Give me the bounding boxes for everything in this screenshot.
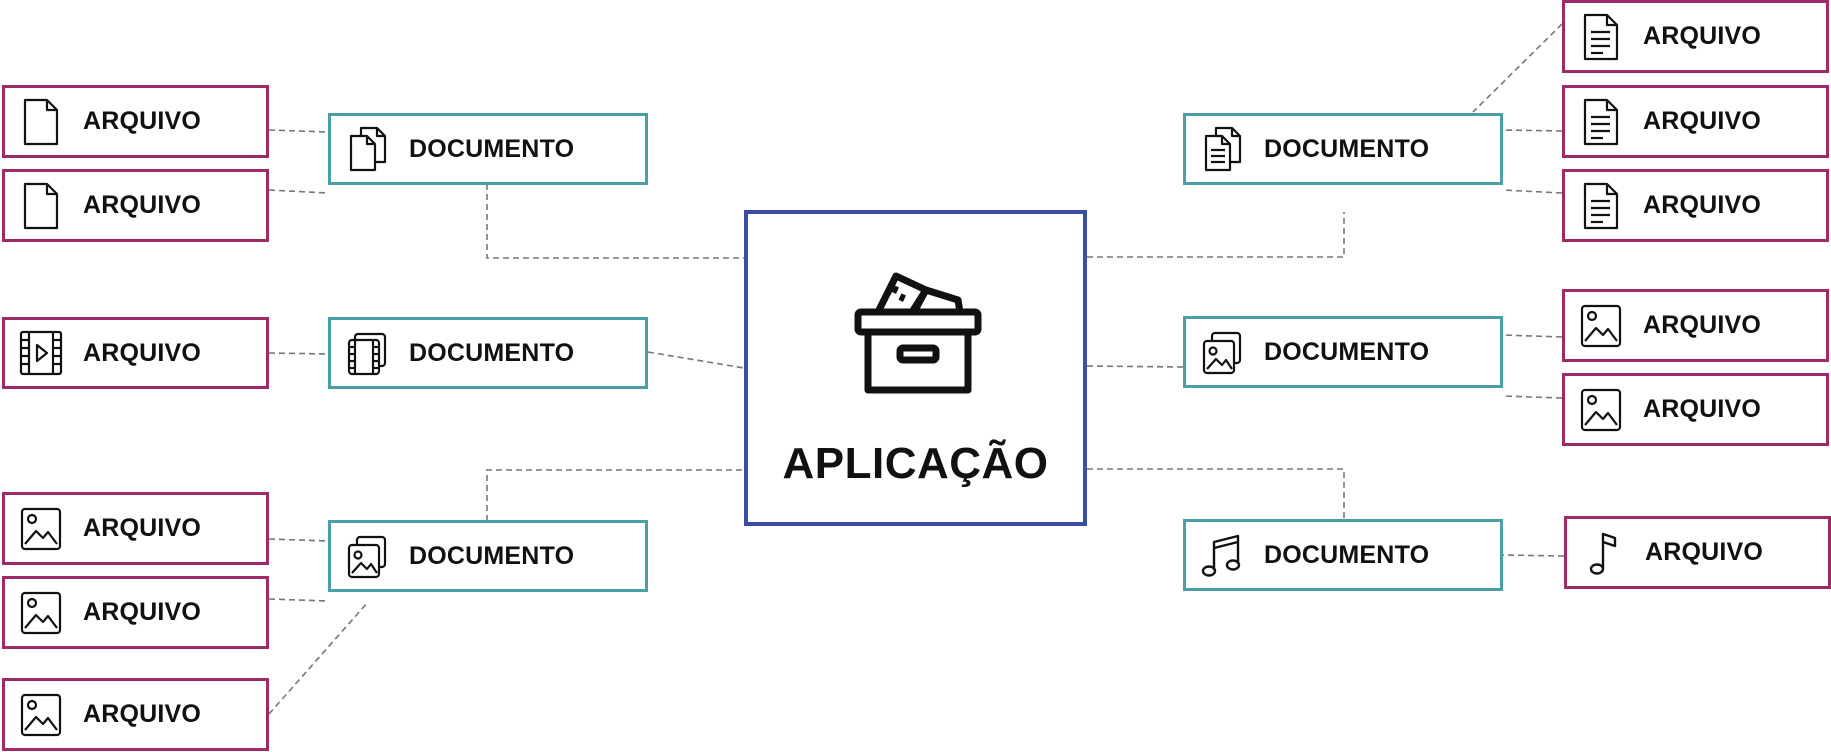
file-node-7[interactable]: ARQUIVO [1562, 0, 1829, 73]
text-documents-icon [1198, 123, 1246, 175]
file-node-3[interactable]: ARQUIVO [2, 317, 269, 389]
connector-doc-images-right-center [1086, 365, 1184, 368]
document-label: DOCUMENTO [409, 134, 575, 163]
text-file-icon [1577, 96, 1625, 148]
file-label: ARQUIVO [1643, 22, 1762, 50]
document-label: DOCUMENTO [409, 338, 575, 367]
document-label: DOCUMENTO [409, 541, 575, 570]
document-node-images-left[interactable]: DOCUMENTO [328, 520, 648, 592]
video-file-icon [17, 327, 65, 379]
images-stack-icon [1198, 326, 1246, 378]
file-node-1[interactable]: ARQUIVO [2, 85, 269, 158]
file-node-6[interactable]: ARQUIVO [2, 678, 269, 751]
file-node-9[interactable]: ARQUIVO [1562, 169, 1829, 242]
image-file-icon [1577, 384, 1625, 436]
connector-f8-doc-text [1501, 129, 1563, 132]
document-node-files[interactable]: DOCUMENTO [328, 113, 648, 185]
document-node-video[interactable]: DOCUMENTO [328, 317, 648, 389]
music-notes-icon [1198, 529, 1246, 581]
file-label: ARQUIVO [1643, 191, 1762, 219]
file-label: ARQUIVO [83, 598, 202, 626]
connector-f6-doc-images-left [268, 601, 369, 715]
file-label: ARQUIVO [1643, 311, 1762, 339]
connector-f1-doc-files [268, 129, 329, 133]
connector-f5-doc-images-left [268, 598, 329, 602]
application-label: APLICAÇÃO [782, 439, 1049, 488]
file-node-12[interactable]: ARQUIVO [1564, 516, 1831, 589]
file-label: ARQUIVO [1645, 538, 1764, 566]
connector-doc-text-center [1087, 212, 1345, 258]
file-label: ARQUIVO [83, 338, 202, 367]
file-label: ARQUIVO [83, 107, 202, 135]
image-file-icon [17, 587, 65, 639]
files-copy-icon [343, 123, 391, 175]
blank-file-icon [17, 180, 65, 232]
blank-file-icon [17, 96, 65, 148]
connector-doc-images-left-center [486, 469, 744, 521]
file-label: ARQUIVO [1643, 107, 1762, 135]
connector-f12-doc-music [1501, 554, 1565, 557]
document-label: DOCUMENTO [1264, 540, 1430, 569]
file-label: ARQUIVO [83, 191, 202, 219]
images-stack-icon [343, 530, 391, 582]
file-node-11[interactable]: ARQUIVO [1562, 373, 1829, 446]
file-node-8[interactable]: ARQUIVO [1562, 85, 1829, 158]
connector-f10-doc-images-right [1501, 334, 1563, 338]
image-file-icon [17, 689, 65, 741]
image-file-icon [1577, 300, 1625, 352]
connector-f2-doc-files [268, 189, 329, 194]
archive-box-icon [854, 272, 982, 394]
image-file-icon [17, 503, 65, 555]
file-node-2[interactable]: ARQUIVO [2, 169, 269, 242]
file-node-10[interactable]: ARQUIVO [1562, 289, 1829, 362]
connector-f4-doc-images-left [268, 538, 329, 542]
document-node-text[interactable]: DOCUMENTO [1183, 113, 1503, 185]
connector-f11-doc-images-right [1501, 395, 1563, 399]
connector-f3-doc-video [268, 352, 329, 355]
connector-f9-doc-text [1501, 189, 1563, 194]
file-label: ARQUIVO [1643, 395, 1762, 423]
file-node-5[interactable]: ARQUIVO [2, 576, 269, 649]
file-label: ARQUIVO [83, 700, 202, 728]
text-file-icon [1577, 11, 1625, 63]
document-label: DOCUMENTO [1264, 337, 1430, 366]
file-node-4[interactable]: ARQUIVO [2, 492, 269, 565]
document-node-music[interactable]: DOCUMENTO [1183, 519, 1503, 591]
application-box: APLICAÇÃO [744, 210, 1087, 526]
document-node-images-right[interactable]: DOCUMENTO [1183, 316, 1503, 388]
music-note-icon [1579, 527, 1627, 579]
connector-doc-files-center [486, 184, 744, 259]
text-file-icon [1577, 180, 1625, 232]
file-label: ARQUIVO [83, 514, 202, 542]
document-label: DOCUMENTO [1264, 134, 1430, 163]
film-stack-icon [343, 327, 391, 379]
connector-f7-doc-text [1472, 23, 1563, 113]
connector-doc-video-center [647, 351, 745, 369]
connector-doc-music-center [1087, 468, 1345, 520]
